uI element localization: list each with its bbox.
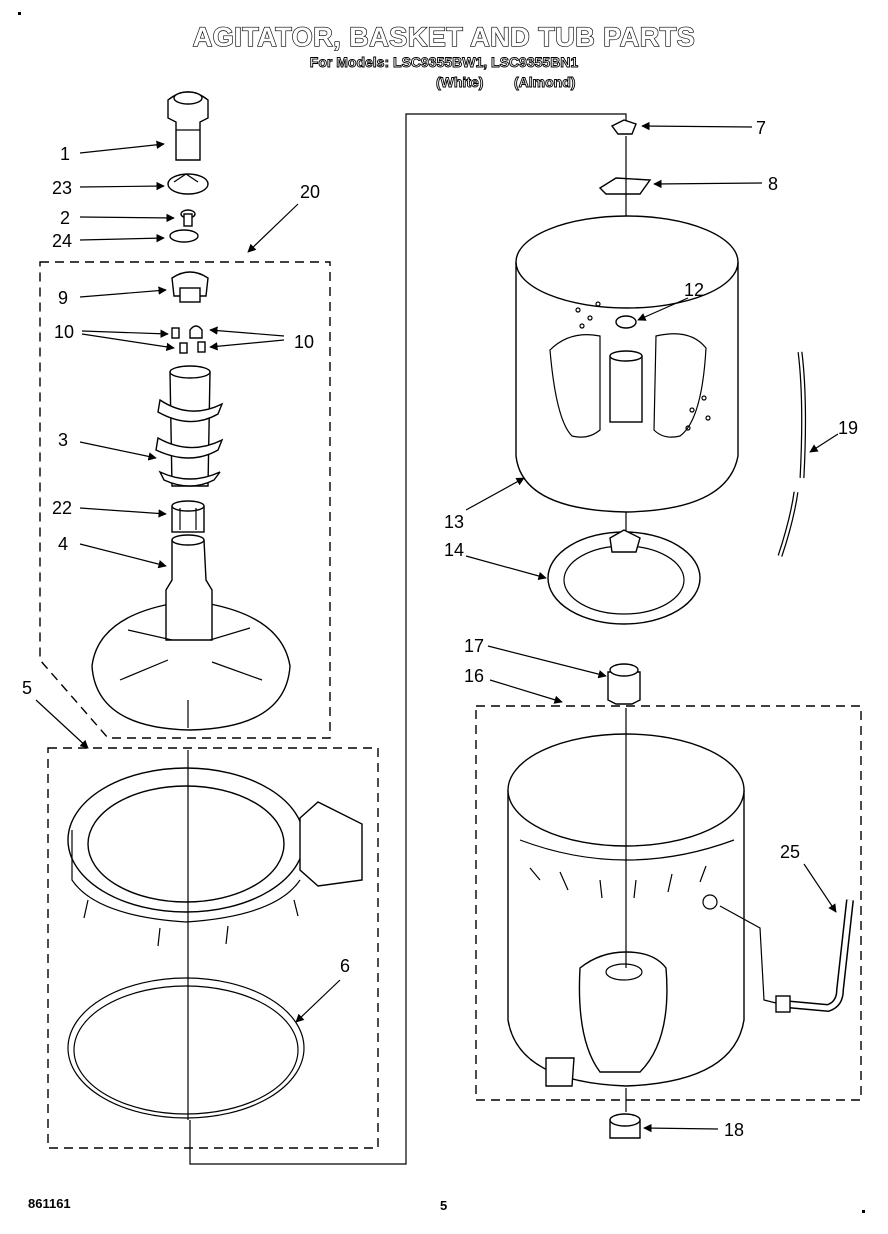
callout-14: 14 xyxy=(444,540,464,560)
screw-part-2 xyxy=(180,209,196,227)
agitator-auger-part-3 xyxy=(155,365,224,487)
drive-tube-seal-part-17 xyxy=(607,663,641,705)
callout-19: 19 xyxy=(838,418,858,438)
callout-6: 6 xyxy=(340,956,350,976)
agitator-cap-part xyxy=(167,91,209,161)
callout-3: 3 xyxy=(58,430,68,450)
callout-12: 12 xyxy=(684,280,704,300)
callout-7: 7 xyxy=(756,118,766,138)
callout-8: 8 xyxy=(768,174,778,194)
callout-4: 4 xyxy=(58,534,68,554)
callout-2: 2 xyxy=(60,208,70,228)
group-box-outer-tub xyxy=(47,747,379,1149)
bushing-part-22 xyxy=(171,500,205,533)
group-box-agitator xyxy=(39,261,331,739)
drain-hose-part-25 xyxy=(719,899,854,1013)
hub-nut-part-12 xyxy=(615,315,637,329)
cam-driver-part-9 xyxy=(171,271,209,303)
tub-ring-part-5 xyxy=(67,767,363,947)
spin-basket-part-13 xyxy=(515,215,739,513)
callout-labels: 1 23 2 24 20 9 10 10 3 22 4 5 6 7 8 12 1… xyxy=(22,118,858,1140)
callout-25: 25 xyxy=(780,842,800,862)
clip-part-7 xyxy=(610,119,637,135)
callout-10-right: 10 xyxy=(294,332,314,352)
callout-23: 23 xyxy=(52,178,72,198)
callout-13: 13 xyxy=(444,512,464,532)
page-title: AGITATOR, BASKET AND TUB PARTS xyxy=(192,21,696,52)
footer-part-code: 861161 xyxy=(28,1196,71,1211)
callout-20: 20 xyxy=(300,182,320,202)
callout-5: 5 xyxy=(22,678,32,698)
corner-mark-top-left xyxy=(18,12,21,15)
corner-mark-bottom-right xyxy=(862,1210,865,1213)
footer-page-number: 5 xyxy=(440,1198,448,1213)
callout-9: 9 xyxy=(58,288,68,308)
balance-ring-part-14 xyxy=(547,529,701,625)
callout-16: 16 xyxy=(464,666,484,686)
variant-white: (White) xyxy=(436,74,484,91)
leader-lines xyxy=(35,121,839,1133)
callout-10-left: 10 xyxy=(54,322,74,342)
assembly-connector-line xyxy=(189,113,627,1165)
cam-part-23 xyxy=(167,173,209,195)
drain-plug-part-18 xyxy=(609,1113,641,1139)
model-numbers: For Models: LSC9355BW1, LSC9355BN1 xyxy=(309,54,579,71)
washer-part-24 xyxy=(169,229,199,243)
hose-part-19 xyxy=(777,351,807,557)
snap-ring-part-6 xyxy=(67,977,305,1119)
dogs-part-10 xyxy=(171,325,206,354)
callout-24: 24 xyxy=(52,231,72,251)
variant-almond: (Almond) xyxy=(514,74,576,91)
callout-17: 17 xyxy=(464,636,484,656)
callout-1: 1 xyxy=(60,144,70,164)
seal-part-8 xyxy=(598,177,652,195)
agitator-base-part-4 xyxy=(91,534,291,731)
callout-18: 18 xyxy=(724,1120,744,1140)
callout-22: 22 xyxy=(52,498,72,518)
